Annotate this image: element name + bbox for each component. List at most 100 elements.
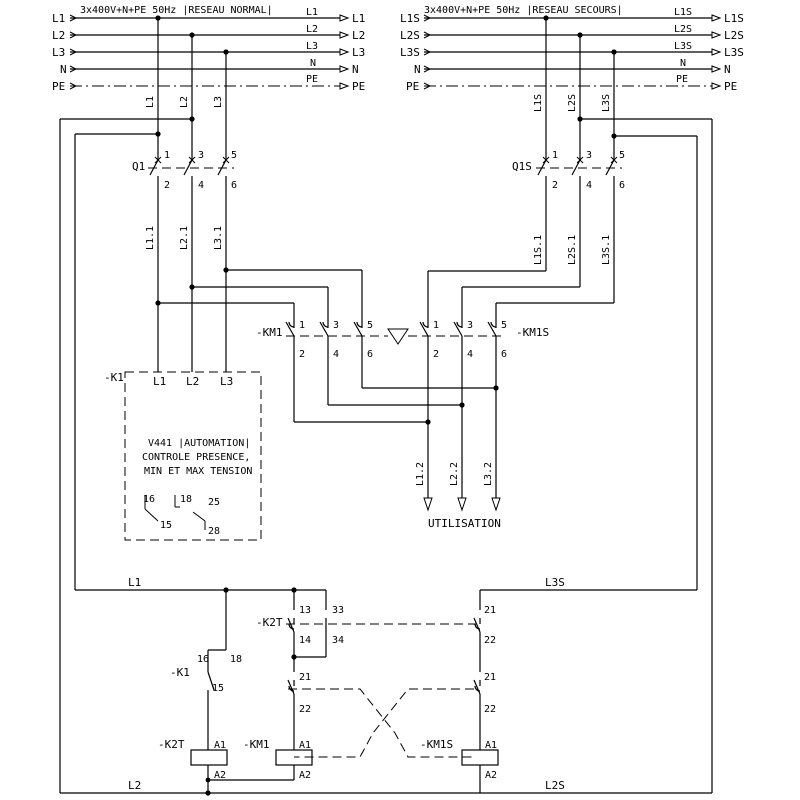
km1s-term-5: 5 — [501, 320, 507, 331]
km1s-contactor: -KM1S 1 3 5 2 4 6 — [419, 320, 549, 360]
control-bus-l3s-label: L3S — [545, 576, 565, 589]
k1-input-l2: L2 — [186, 375, 199, 388]
control-bus-l2s-label: L2S — [545, 779, 565, 792]
secours-line-n-out: N — [724, 63, 731, 76]
output-label-l3: L3.2 — [483, 462, 494, 486]
secours-drop-label-l3s: L3S — [601, 94, 612, 112]
k2t-contact-tag: -K2T — [256, 616, 283, 629]
control-bus-l1-label: L1 — [128, 576, 141, 589]
mechanical-interlock-symbol — [286, 328, 504, 345]
normal-line-n-out: N — [352, 63, 359, 76]
q1-term-6: 6 — [231, 180, 237, 191]
k1-desc-line2: CONTROLE PRESENCE, — [142, 452, 250, 463]
coil-k2t-tag: -K2T — [158, 738, 185, 751]
normal-line-l1-out: L1 — [352, 12, 365, 25]
q1-term-5: 5 — [231, 150, 237, 161]
normal-bus-label-l2: L2 — [306, 24, 318, 35]
power-wiring — [155, 184, 615, 512]
km1-nc-term-21: 21 — [299, 672, 311, 683]
normal-line-l3-out: L3 — [352, 46, 365, 59]
secours-line-l2s-in: L2S — [400, 29, 420, 42]
secours-drop-label-l1s: L1S — [533, 94, 544, 112]
q1s-out-label-l2s: L2S.1 — [567, 235, 578, 265]
q1s-term-1: 1 — [552, 150, 558, 161]
secours-line-pe-in: PE — [406, 80, 419, 93]
secours-supply: 3x400V+N+PE 50Hz |RESEAU SECOURS| L1S L2… — [400, 5, 744, 152]
km1s-term-1: 1 — [433, 320, 439, 331]
q1s-out-label-l1s: L1S.1 — [533, 235, 544, 265]
secours-line-l1s-out: L1S — [724, 12, 744, 25]
km1s-no-term-21: 21 — [484, 605, 496, 616]
utilisation-title: UTILISATION — [428, 517, 501, 530]
output-label-l1: L1.2 — [415, 462, 426, 486]
secours-bus-label-l1s: L1S — [674, 7, 692, 18]
normal-drop-label-l3: L3 — [213, 96, 224, 108]
km1s-tag: -KM1S — [516, 326, 549, 339]
k1-contact-18: 18 — [180, 494, 192, 505]
k1-input-l3: L3 — [220, 375, 233, 388]
normal-line-pe-out: PE — [352, 80, 365, 93]
coil-k2t — [190, 749, 228, 766]
secours-line-l3s-in: L3S — [400, 46, 420, 59]
q1-term-2: 2 — [164, 180, 170, 191]
secours-line-l1s-in: L1S — [400, 12, 420, 25]
km1s-nc-term-22: 22 — [484, 704, 496, 715]
k1-tag: -K1 — [104, 371, 124, 384]
k1-desc-line3: MIN ET MAX TENSION — [144, 466, 252, 477]
km1-nc-term-22: 22 — [299, 704, 311, 715]
km1-term-1: 1 — [299, 320, 305, 331]
km1-tag: -KM1 — [256, 326, 283, 339]
km1-term-4: 4 — [333, 349, 339, 360]
km1s-term-6: 6 — [501, 349, 507, 360]
k1-contact-28: 28 — [208, 526, 220, 537]
k1-contact-term-15: 15 — [212, 683, 224, 694]
secours-drop-label-l2s: L2S — [567, 94, 578, 112]
normal-drop-label-l1: L1 — [145, 96, 156, 108]
secours-bus-label-l2s: L2S — [674, 24, 692, 35]
q1s-term-4: 4 — [586, 180, 592, 191]
q1-disconnector: Q1 1 3 5 2 4 6 L1.1 L2.1 L3.1 — [132, 150, 237, 250]
km1-contactor: -KM1 1 3 5 2 4 6 — [256, 320, 373, 360]
k2t-contact-term-14: 14 — [299, 635, 311, 646]
utilisation-output: L1.2 L2.2 L3.2 UTILISATION — [415, 462, 501, 530]
k1-input-l1: L1 — [153, 375, 166, 388]
normal-bus-label-pe: PE — [306, 74, 318, 85]
km1s-nc-term-21: 21 — [484, 672, 496, 683]
k2t-contact-term-34: 34 — [332, 635, 344, 646]
q1s-tag: Q1S — [512, 160, 532, 173]
k1-desc-line1: V441 |AUTOMATION| — [148, 438, 250, 449]
normal-supply: 3x400V+N+PE 50Hz |RESEAU NORMAL| L1 L2 L… — [52, 5, 365, 152]
coil-km1s-tag: -KM1S — [420, 738, 453, 751]
k1-contact-25: 25 — [208, 497, 220, 508]
km1s-no-term-22: 22 — [484, 635, 496, 646]
coil-km1s-a2: A2 — [485, 770, 497, 781]
q1s-disconnector: Q1S 1 3 5 2 4 6 L1S.1 L2S.1 L3S.1 — [512, 150, 625, 265]
normal-bus-label-l3: L3 — [306, 41, 318, 52]
normal-bus-label-l1: L1 — [306, 7, 318, 18]
coil-k2t-a1: A1 — [214, 740, 226, 751]
control-circuit: -K1 16 18 15 -K2T 13 33 14 34 21 22 — [158, 587, 499, 796]
q1-term-4: 4 — [198, 180, 204, 191]
k1-contact-term-16: 16 — [197, 654, 209, 665]
normal-supply-header: 3x400V+N+PE 50Hz |RESEAU NORMAL| — [80, 5, 273, 16]
k1-contact-15: 15 — [160, 520, 172, 531]
control-bus-l2-label: L2 — [128, 779, 141, 792]
k2t-contact-term-13: 13 — [299, 605, 311, 616]
k1-contact-16: 16 — [143, 494, 155, 505]
output-label-l2: L2.2 — [449, 462, 460, 486]
q1-out-label-l3: L3.1 — [213, 226, 224, 250]
secours-bus-label-l3s: L3S — [674, 41, 692, 52]
q1-term-3: 3 — [198, 150, 204, 161]
km1s-term-2: 2 — [433, 349, 439, 360]
normal-drop-label-l2: L2 — [179, 96, 190, 108]
normal-line-pe-in: PE — [52, 80, 65, 93]
secours-bus-label-n: N — [680, 58, 686, 69]
secours-line-pe-out: PE — [724, 80, 737, 93]
secours-supply-header: 3x400V+N+PE 50Hz |RESEAU SECOURS| — [424, 5, 623, 16]
km1s-term-3: 3 — [467, 320, 473, 331]
km1-term-3: 3 — [333, 320, 339, 331]
secours-bus-label-pe: PE — [676, 74, 688, 85]
q1s-out-label-l3s: L3S.1 — [601, 235, 612, 265]
q1-tag: Q1 — [132, 160, 145, 173]
